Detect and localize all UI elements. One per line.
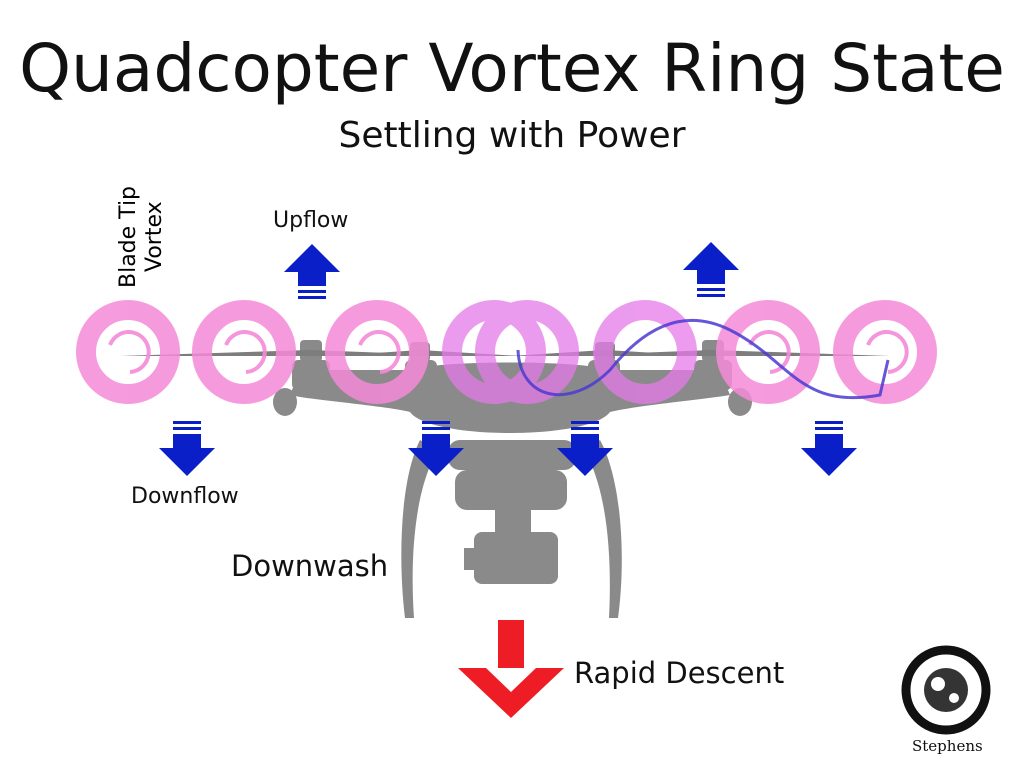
down-arrow-icon (801, 421, 857, 476)
downwash-label: Downwash (231, 549, 389, 583)
rapid-descent-label: Rapid Descent (574, 656, 785, 690)
blade-tip-vortex-label: Blade Tip Vortex (112, 180, 167, 290)
enso-logo-icon (901, 645, 991, 735)
upflow-label: Upflow (273, 208, 349, 233)
recirculation-path (516, 318, 890, 400)
vortex-rings (76, 300, 937, 404)
downflow-label: Downflow (131, 484, 239, 509)
vortex-ring-icon (76, 300, 937, 404)
up-arrow-icon (683, 242, 739, 297)
diagram-subtitle: Settling with Power (338, 115, 686, 156)
diagram-title: Quadcopter Vortex Ring State (19, 30, 1005, 107)
down-arrow-icon (159, 421, 215, 476)
logo-text: Stephens (912, 737, 983, 755)
propeller-blades (120, 350, 890, 356)
blade-tip-label-line2: Vortex (142, 201, 167, 272)
blade-tip-label-line1: Blade Tip (116, 185, 141, 288)
red-down-arrow-icon (458, 620, 564, 718)
up-arrow-icon (284, 244, 340, 299)
